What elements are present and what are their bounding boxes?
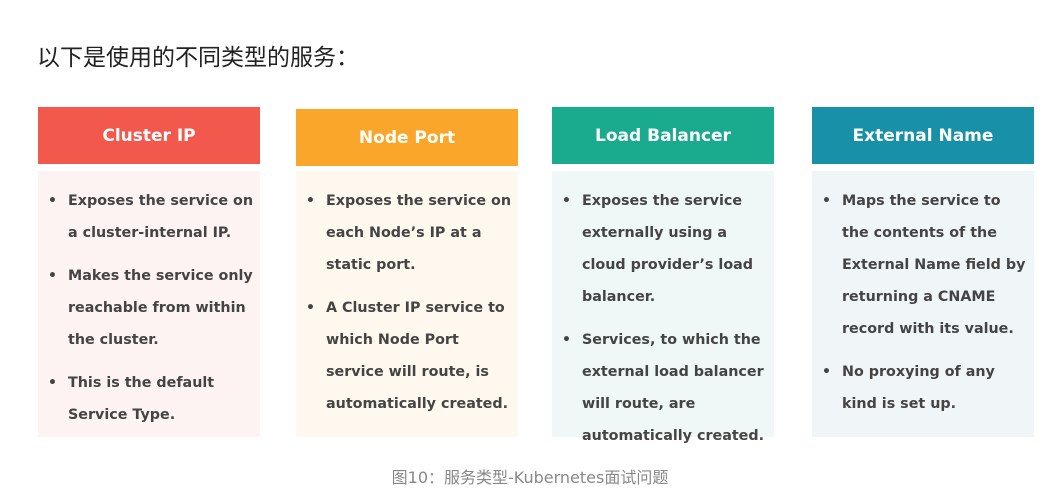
card-load-balancer: Load Balancer • Exposes the service exter… [552,107,774,444]
card-body-external-name: • Maps the service to the contents of the… [812,171,1034,437]
figure-caption: 图10：服务类型-Kubernetes面试问题 [391,468,669,487]
list-item: • Exposes the service on each Node’s IP a… [306,185,512,281]
bullet-dot: • [822,364,831,380]
list-item: • A Cluster IP service to which Node Port… [306,292,512,420]
card-title: External Name [852,125,994,146]
list-item-text: Exposes the service on a cluster-interna… [68,193,254,241]
card-header-node-port: Node Port [296,109,518,166]
bullet-list: • Exposes the service on a cluster-intern… [38,171,260,431]
list-item: • Maps the service to the contents of the… [822,185,1028,345]
card-header-load-balancer: Load Balancer [552,107,774,164]
bullet-list: • Exposes the service on each Node’s IP a… [296,171,518,420]
list-item: • Exposes the service externally using a … [562,185,768,313]
bullet-dot: • [48,268,57,284]
list-item-text: Exposes the service externally using a c… [582,193,754,305]
bullet-list: • Maps the service to the contents of the… [812,171,1034,420]
list-item-text: Exposes the service on each Node’s IP at… [326,193,512,273]
list-item-text: No proxying of any kind is set up. [842,364,995,412]
card-cluster-ip: Cluster IP • Exposes the service on a clu… [38,107,260,437]
card-title: Node Port [358,127,456,148]
card-node-port: Node Port • Exposes the service on each N… [296,107,518,437]
page-heading: 以下是使用的不同类型的服务： [37,45,359,71]
list-item-text: Services, to which the external load bal… [582,332,765,444]
bullet-dot: • [48,193,57,209]
card-body-load-balancer: • Exposes the service externally using a … [552,171,774,444]
card-body-cluster-ip: • Exposes the service on a cluster-intern… [38,171,260,437]
bullet-dot: • [562,193,571,209]
list-item: • Exposes the service on a cluster-intern… [48,185,254,249]
bullet-dot: • [306,193,315,209]
list-item: • No proxying of any kind is set up. [822,356,1028,420]
bullet-dot: • [306,300,315,316]
list-item: • Makes the service only reachable from w… [48,260,254,356]
card-body-node-port: • Exposes the service on each Node’s IP a… [296,171,518,437]
list-item: • This is the default Service Type. [48,367,254,431]
card-header-external-name: External Name [812,107,1034,164]
bullet-list: • Exposes the service externally using a … [552,171,774,452]
bullet-dot: • [822,193,831,209]
list-item-text: Maps the service to the contents of the … [842,193,1026,337]
list-item-text: A Cluster IP service to which Node Port … [326,300,509,412]
list-item: • Services, to which the external load ba… [562,324,768,452]
card-title: Load Balancer [595,125,731,146]
card-external-name: External Name • Maps the service to the c… [812,107,1034,437]
card-title: Cluster IP [102,125,196,146]
list-item-text: Makes the service only reachable from wi… [68,268,253,348]
bullet-dot: • [562,332,571,348]
bullet-dot: • [48,375,57,391]
list-item-text: This is the default Service Type. [68,375,215,423]
card-header-cluster-ip: Cluster IP [38,107,260,164]
